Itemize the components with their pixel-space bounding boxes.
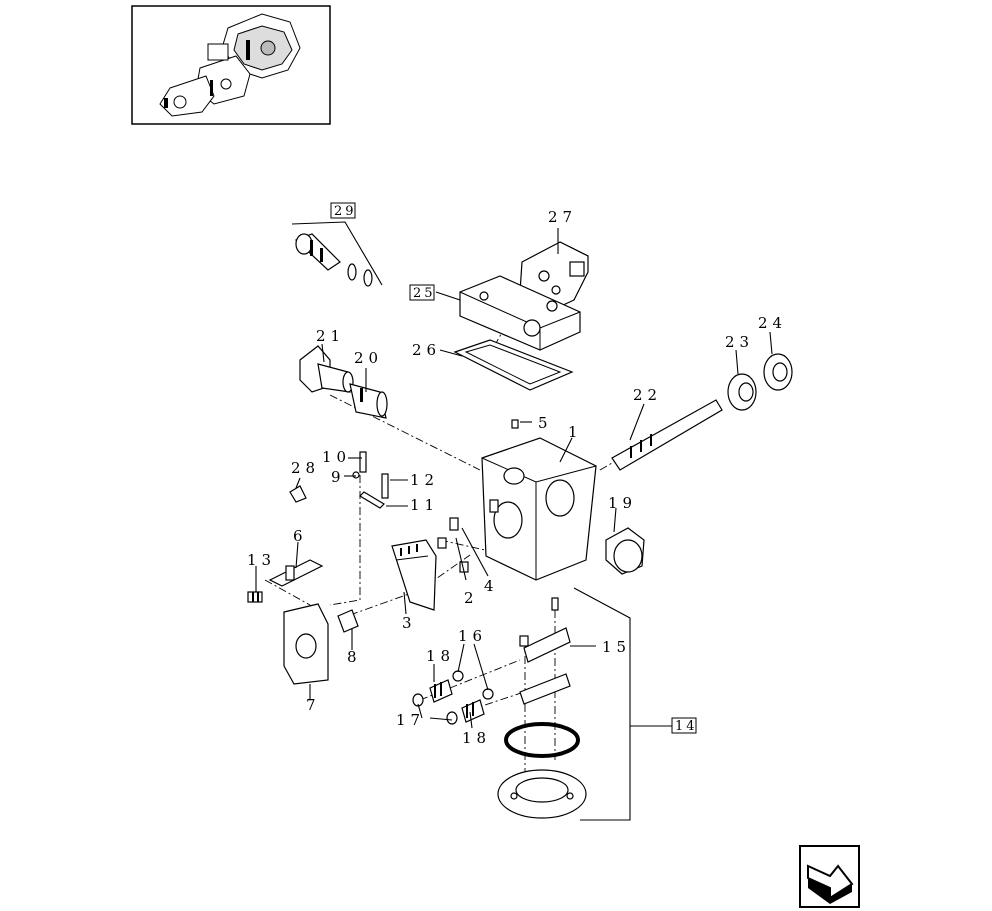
label-5: 5 xyxy=(538,414,553,432)
svg-text:25: 25 xyxy=(413,286,436,301)
assembly-thumbnail-icon[interactable] xyxy=(131,5,331,125)
label-20: 20 xyxy=(354,349,383,367)
end-plug xyxy=(605,527,645,575)
flange-sleeve xyxy=(299,345,354,393)
label-15: 15 xyxy=(602,638,631,656)
label-12: 12 xyxy=(410,471,439,489)
label-2: 2 xyxy=(464,589,479,607)
boxed-label-14[interactable]: 14 xyxy=(671,717,698,734)
label-3: 3 xyxy=(402,614,417,632)
next-page-arrow-icon[interactable] xyxy=(799,845,860,908)
label-13: 13 xyxy=(247,551,276,569)
group-14-bracket xyxy=(573,587,631,821)
spool-valve-group xyxy=(291,221,383,287)
label-1: 1 xyxy=(568,423,583,441)
leader-lines xyxy=(255,228,773,729)
label-27: 27 xyxy=(548,208,577,226)
label-26: 26 xyxy=(412,341,441,359)
svg-text:29: 29 xyxy=(334,204,357,219)
label-11: 11 xyxy=(410,496,439,514)
label-23: 23 xyxy=(725,333,754,351)
control-plate xyxy=(283,603,329,685)
label-19: 19 xyxy=(608,494,637,512)
springs-washers xyxy=(412,670,494,725)
label-6: 6 xyxy=(293,527,308,545)
bearing xyxy=(727,373,757,411)
label-24: 24 xyxy=(758,314,787,332)
label-10: 10 xyxy=(322,448,351,466)
lever-bracket xyxy=(247,559,324,603)
label-18-upper: 18 xyxy=(426,647,455,665)
svg-text:14: 14 xyxy=(675,719,698,734)
piston-group xyxy=(519,597,571,705)
label-8: 8 xyxy=(347,648,362,666)
boxed-label-25[interactable]: 25 xyxy=(409,284,436,301)
valve-cover xyxy=(459,275,581,351)
bottom-cover xyxy=(497,769,587,819)
gasket xyxy=(453,339,574,391)
fasteners xyxy=(289,419,519,573)
label-9: 9 xyxy=(331,468,346,486)
label-18-lower: 18 xyxy=(462,729,491,747)
shaft-seal xyxy=(763,353,793,391)
drive-shaft xyxy=(611,399,723,471)
control-pad xyxy=(337,609,359,633)
label-16: 16 xyxy=(458,627,487,645)
part-labels: 1 2 3 4 5 6 7 8 9 10 11 12 13 15 16 17 1… xyxy=(247,208,787,747)
swash-segment xyxy=(391,539,437,611)
label-7: 7 xyxy=(306,696,321,714)
boxed-labels: 29 25 14 xyxy=(330,202,698,734)
label-4: 4 xyxy=(484,577,499,595)
label-28: 28 xyxy=(291,459,320,477)
o-ring xyxy=(504,722,580,758)
label-17: 17 xyxy=(396,711,425,729)
boxed-label-29[interactable]: 29 xyxy=(330,202,357,219)
label-22: 22 xyxy=(633,386,662,404)
pump-housing xyxy=(481,437,597,581)
label-21: 21 xyxy=(316,327,345,345)
valve-sleeve xyxy=(349,383,388,419)
